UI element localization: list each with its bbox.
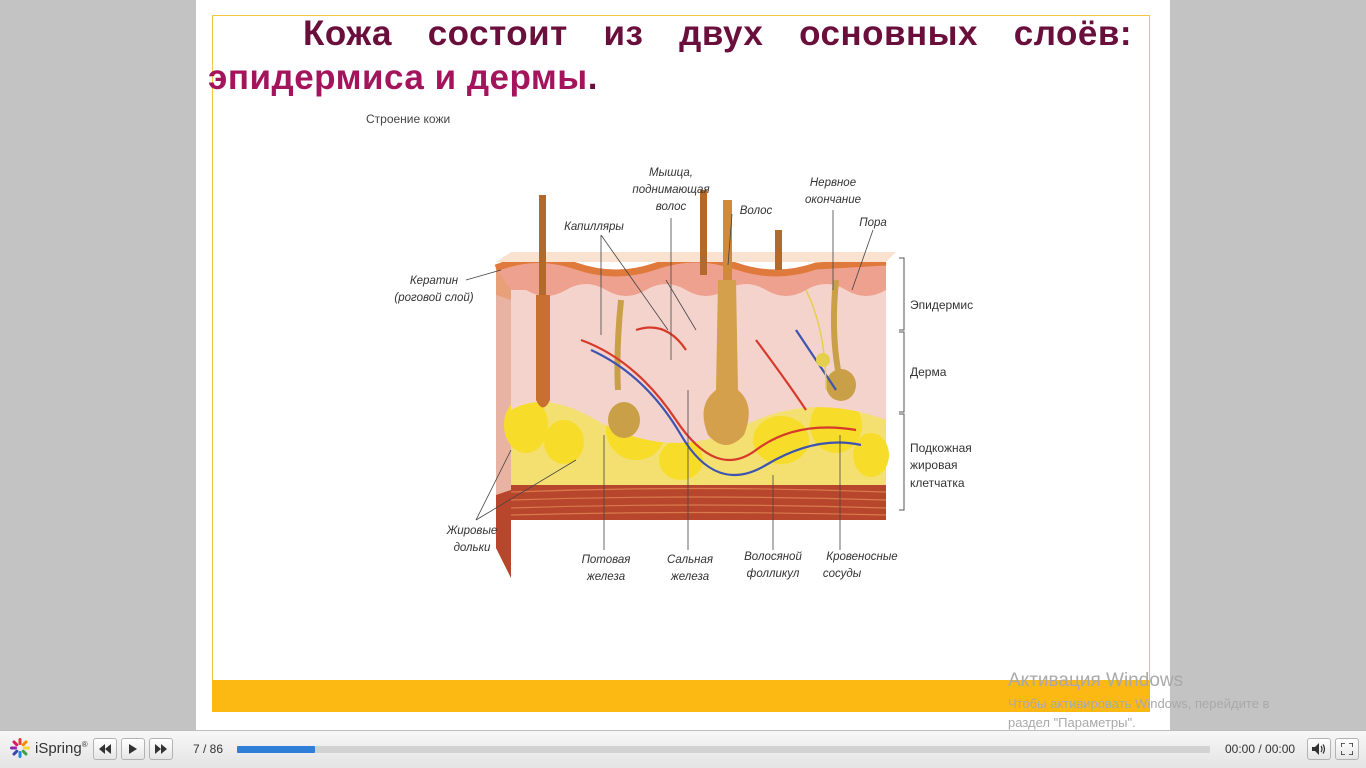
fast-forward-icon [155,744,167,754]
label-fat-1: Жировые [446,525,498,537]
play-icon [129,744,137,754]
next-slide-button[interactable] [149,738,173,760]
title-part-2: эпидермиса и дермы [208,58,588,97]
title-end: . [587,58,598,97]
slide-counter: 7 / 86 [193,742,224,756]
label-vessels-2: сосуды [823,568,862,580]
sweat-gland [608,402,640,438]
slide-stage: Кожа состоит из двух основных слоёв: эпи… [196,0,1170,730]
label-sebaceous-1: Сальная [667,554,713,566]
player-toolbar: iSpring® 7 / 86 00:00 / 00:00 [0,730,1366,768]
previous-slide-button[interactable] [93,738,117,760]
hair-follicle [703,280,749,445]
label-capillaries: Капилляры [564,221,624,233]
fullscreen-button[interactable] [1335,738,1359,760]
label-follicle-1: Волосяной [744,551,802,563]
skin-structure-diagram: Строение кожи [366,112,973,583]
label-vessels-1: Кровеносные [826,551,897,563]
ispring-brand: iSpring® [9,737,88,759]
epidermis-layer [496,261,886,296]
time-display: 00:00 / 00:00 [1225,742,1296,756]
label-keratin-1: Кератин [410,275,459,287]
rewind-icon [99,744,111,754]
progress-bar[interactable] [237,746,1210,753]
label-muscle-1: Мышца, [649,167,693,179]
volume-button[interactable] [1307,738,1331,760]
speaker-icon [1312,743,1326,755]
ispring-logo-icon [10,738,30,758]
slide-title: Кожа состоит из двух основных слоёв: эпи… [208,12,1132,100]
label-nerve-1: Нервное [810,177,856,189]
play-button[interactable] [121,738,145,760]
left-follicle [536,295,550,408]
label-keratin-2: (роговой слой) [394,292,473,304]
label-epidermis: Эпидермис [910,298,973,312]
label-hypodermis-2: жировая [910,458,958,472]
label-sweat-1: Потовая [582,554,631,566]
label-hair: Волос [740,205,773,217]
slide-footer-bar [212,680,1150,712]
label-follicle-2: фолликул [747,568,800,580]
label-sebaceous-2: железа [670,571,709,583]
label-muscle-2: поднимающая [632,184,709,196]
label-hypodermis-1: Подкожная [910,441,972,455]
label-fat-2: дольки [454,542,491,554]
label-dermis: Дерма [910,365,947,379]
layer-brackets [899,257,905,511]
label-hypodermis-3: клетчатка [910,476,965,490]
label-nerve-2: окончание [805,194,861,206]
label-sweat-2: железа [586,571,625,583]
progress-fill [237,746,315,753]
diagram-heading: Строение кожи [366,112,450,126]
fullscreen-icon [1341,743,1353,755]
leader-lines [465,210,874,550]
dermis-layer [511,280,886,443]
label-muscle-3: волос [656,201,687,213]
fat-lobules [504,397,889,480]
label-pore: Пора [859,217,887,229]
brand-name: iSpring® [35,739,88,757]
title-part-1: Кожа состоит из двух основных слоёв: [303,14,1132,53]
hair-shafts [539,190,782,295]
